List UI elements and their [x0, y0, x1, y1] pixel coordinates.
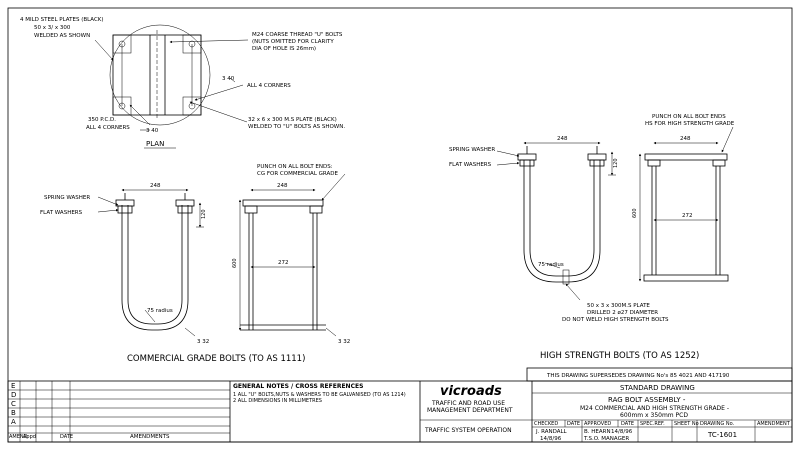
drawing-title-2: M24 COMMERCIAL AND HIGH STRENGTH GRADE - — [580, 405, 729, 412]
plan-label-pcd-corners: ALL 4 CORNERS — [86, 125, 130, 131]
general-note-2: 2 ALL DIMENSIONS IN MILLIMETRES — [233, 398, 322, 404]
col-amendments: AMENDMENTS — [130, 434, 170, 440]
rev-b: B — [11, 409, 16, 417]
dept-line-3: TRAFFIC SYSTEM OPERATION — [424, 427, 512, 434]
drawing-title-1: RAG BOLT ASSEMBLY - — [608, 396, 686, 404]
comm-dim-32-left: 3 32 — [197, 339, 209, 345]
vicroads-logo: vicroads — [440, 384, 502, 399]
plan-label-ms-weld: WELDED TO "U" BOLTS AS SHOWN. — [248, 124, 345, 130]
spec-ref-label: SPEC.REF. — [640, 421, 665, 427]
plan-title: PLAN — [146, 140, 164, 148]
checked-label: CHECKED — [534, 421, 558, 427]
standard-drawing-label: STANDARD DRAWING — [620, 384, 695, 392]
amendment-label: AMENDMENT — [757, 421, 791, 427]
hs-plate-note-3: DO NOT WELD HIGH STRENGTH BOLTS — [562, 317, 669, 323]
hs-flat-washers: FLAT WASHERS — [449, 162, 492, 168]
hs-dim-248-left: 248 — [557, 136, 568, 142]
plan-label-nuts: (NUTS OMITTED FOR CLARITY — [252, 39, 334, 45]
plan-label-corner-dim: 3 40 — [222, 76, 235, 82]
plan-label-ms-plate: 32 x 6 x 300 M.S PLATE (BLACK) — [248, 117, 337, 123]
rev-a: A — [11, 418, 16, 426]
hs-dim-600: 600 — [632, 208, 638, 218]
approved-by: B. HEARN — [584, 429, 611, 435]
drawing-title-3: 600mm x 350mm PCD — [620, 412, 688, 419]
approved-role: T.S.O. MANAGER — [583, 436, 629, 442]
comm-title: COMMERCIAL GRADE BOLTS (TO AS 1111) — [127, 354, 305, 364]
general-notes-title: GENERAL NOTES / CROSS REFERENCES — [233, 383, 363, 390]
general-note-1: 1 ALL "U" BOLTS,NUTS & WASHERS TO BE GAL… — [233, 392, 406, 398]
plan-label-plates-weld: WELDED AS SHOWN — [34, 33, 90, 39]
plan-label-plates-size: 50 x 3/ x 300 — [34, 25, 71, 31]
comm-dim-32-right: 3 32 — [338, 339, 350, 345]
plan-view — [94, 24, 249, 131]
hs-dim-272: 272 — [682, 213, 693, 219]
comm-punch-note-2: CG FOR COMMERCIAL GRADE — [257, 171, 338, 177]
hs-punch-note-1: PUNCH ON ALL BOLT ENDS — [652, 114, 726, 120]
hs-radius: 75 radius — [538, 262, 564, 268]
comm-dim-248-right: 248 — [277, 183, 288, 189]
comm-spring-washer: SPRING WASHER — [44, 195, 90, 201]
high-strength-view — [496, 126, 734, 301]
commercial-view — [97, 173, 346, 337]
comm-flat-washers: FLAT WASHERS — [40, 210, 83, 216]
plan-label-hole: DIA OF HOLE IS 26mm) — [252, 46, 316, 52]
comm-dim-120: 120 — [201, 209, 207, 219]
plan-label-pcd-dim: 3 40 — [146, 128, 159, 134]
checked-date: 14/8/96 — [540, 436, 562, 442]
hs-title: HIGH STRENGTH BOLTS (TO AS 1252) — [540, 351, 699, 361]
dept-line-2: MANAGEMENT DEPARTMENT — [427, 407, 513, 414]
sheet-no-label: SHEET No — [674, 421, 699, 427]
rev-d: D — [11, 391, 16, 399]
comm-radius: 75 radius — [147, 308, 173, 314]
supersedes-note: THIS DRAWING SUPERSEDES DRAWING No's 85 … — [546, 373, 730, 379]
comm-dim-272: 272 — [278, 260, 289, 266]
col-date: DATE — [60, 434, 73, 440]
drawing-no-label: DRAWING No. — [700, 421, 735, 427]
plan-label-plates: 4 MILD STEEL PLATES (BLACK) — [20, 17, 104, 23]
comm-dim-248-left: 248 — [150, 183, 161, 189]
plan-label-all-corners: ALL 4 CORNERS — [247, 83, 291, 89]
approved-label: APPROVED — [584, 421, 611, 427]
col-appd: Appd — [23, 434, 36, 440]
rev-c: C — [11, 400, 16, 408]
col-amend: AMEND — [9, 434, 28, 440]
comm-dim-600: 600 — [232, 258, 238, 268]
approved-date-label: DATE — [621, 421, 634, 427]
title-block — [7, 380, 793, 443]
checked-by: J. RANDALL — [535, 429, 568, 435]
approved-date: 14/8/96 — [611, 429, 633, 435]
drawing-number: TC-1601 — [707, 431, 737, 439]
hs-dim-248-right: 248 — [680, 136, 691, 142]
plan-label-pcd: 350 P.C.D. — [88, 117, 116, 123]
hs-spring-washer: SPRING WASHER — [449, 147, 495, 153]
hs-plate-note-1: 50 x 3 x 300M.S PLATE — [587, 303, 650, 309]
dept-line-1: TRAFFIC AND ROAD USE — [431, 400, 505, 407]
rev-e: E — [11, 382, 15, 390]
comm-punch-note-1: PUNCH ON ALL BOLT ENDS: — [257, 164, 333, 170]
plan-label-ubolts: M24 COARSE THREAD "U" BOLTS — [252, 32, 343, 38]
hs-punch-note-2: HS FOR HIGH STRENGTH GRADE — [645, 121, 735, 127]
checked-date-label: DATE — [567, 421, 580, 427]
hs-plate-note-2: DRILLED 2 ø27 DIAMETER — [587, 310, 658, 316]
hs-dim-120: 120 — [613, 158, 619, 168]
